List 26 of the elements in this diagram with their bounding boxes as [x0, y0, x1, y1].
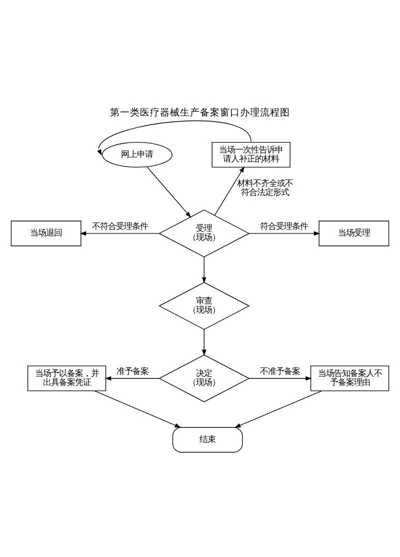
node-diamond: 审查 （现场）	[158, 282, 250, 330]
edge-label: 不准予备案	[260, 366, 300, 376]
edge-label: 符合受理条件	[260, 221, 308, 232]
node-box: 当场告知备案人不予备案理由	[310, 366, 390, 392]
node-box: 当场受理	[318, 220, 390, 246]
arrow	[146, 166, 192, 218]
node-ellipse: 网上申请	[102, 142, 172, 168]
arrow	[104, 376, 160, 381]
arrow	[214, 166, 244, 216]
node-box: 当场退回	[10, 220, 82, 246]
arrow	[94, 390, 182, 428]
node-box: 当场一次性告诉申请人补正的材料	[212, 142, 290, 168]
arrow	[97, 120, 252, 156]
edge-label: 材料不齐全或不符合法定形式	[237, 178, 294, 198]
node-box: 当场予以备案，并出具备案凭证	[27, 366, 106, 392]
node-box: 结束	[172, 427, 243, 453]
edge-label: 准予备案	[116, 366, 149, 376]
arrow	[202, 329, 206, 356]
arrow	[202, 256, 206, 284]
arrow	[248, 231, 320, 236]
arrow	[80, 231, 160, 236]
diagram-title: 第一类医疗器械生产备案窗口办理流程图	[110, 107, 290, 118]
arrow	[248, 376, 312, 381]
edge-label: 不符合受理条件	[92, 221, 148, 232]
node-diamond: 决定 （现场）	[158, 354, 250, 402]
arrow	[234, 390, 322, 428]
